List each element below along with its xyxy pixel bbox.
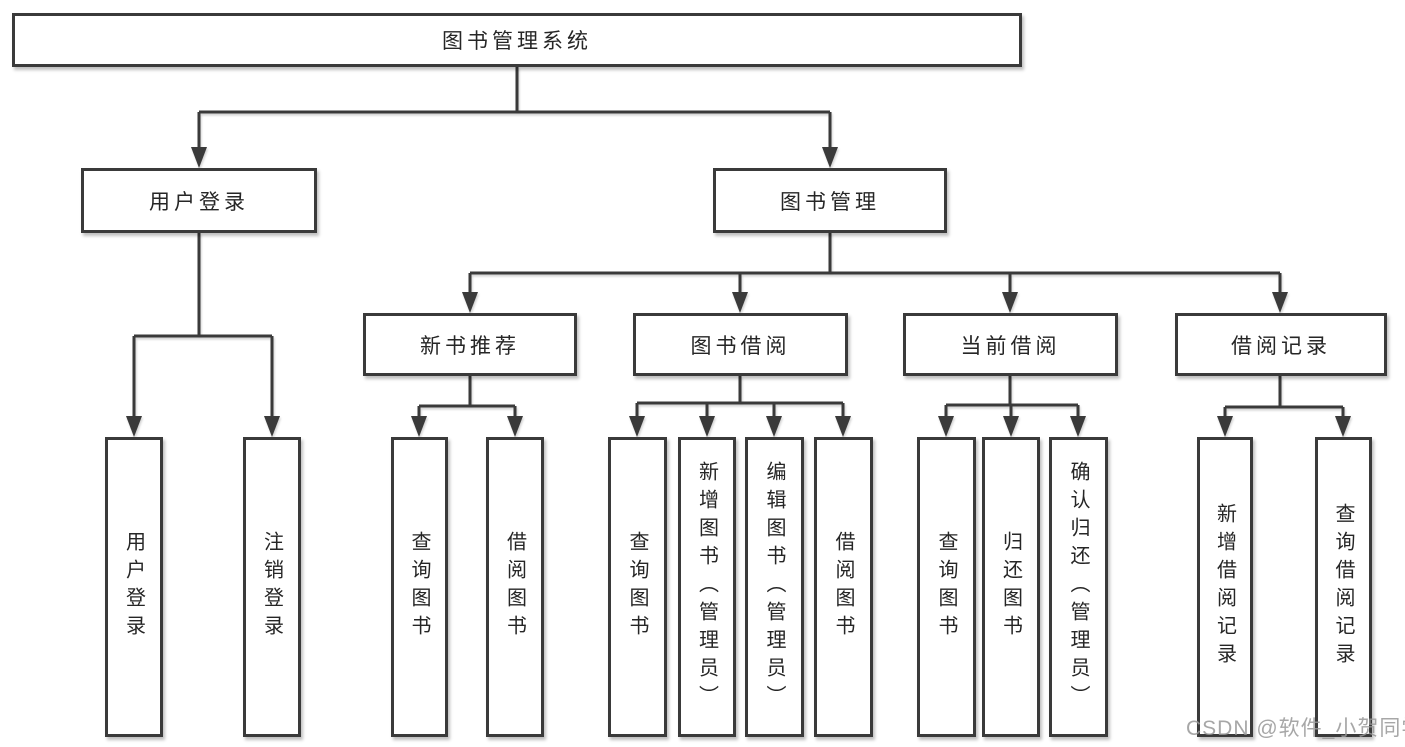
leaf-current-confirm-return-admin: 确认归还（管理员） [1049,437,1108,737]
node-book-management-branch: 图书管理 [713,168,947,233]
leaf-borrowing-add-books-admin: 新增图书（管理员） [678,437,736,737]
leaf-borrowing-borrow-books: 借阅图书 [814,437,873,737]
leaf-records-query-record: 查询借阅记录 [1315,437,1372,737]
node-borrowing-records: 借阅记录 [1175,313,1387,376]
leaf-logout: 注销登录 [243,437,301,737]
arrowheads [126,147,1351,437]
node-new-book-recommend: 新书推荐 [363,313,577,376]
leaf-recommend-query-books: 查询图书 [391,437,448,737]
tree-edges [132,67,1345,420]
leaf-user-login: 用户登录 [105,437,163,737]
node-library-management-system: 图书管理系统 [12,13,1022,67]
node-user-login-branch: 用户登录 [81,168,317,233]
leaf-current-return-books: 归还图书 [982,437,1040,737]
leaf-borrowing-edit-books-admin: 编辑图书（管理员） [745,437,804,737]
leaf-recommend-borrow-books: 借阅图书 [486,437,544,737]
node-book-borrowing: 图书借阅 [633,313,848,376]
csdn-watermark: CSDN @软件_小贺同学 [1186,717,1405,740]
leaf-current-query-books: 查询图书 [917,437,976,737]
node-current-borrowing: 当前借阅 [903,313,1118,376]
leaf-records-add-record: 新增借阅记录 [1197,437,1253,737]
leaf-borrowing-query-books: 查询图书 [608,437,667,737]
